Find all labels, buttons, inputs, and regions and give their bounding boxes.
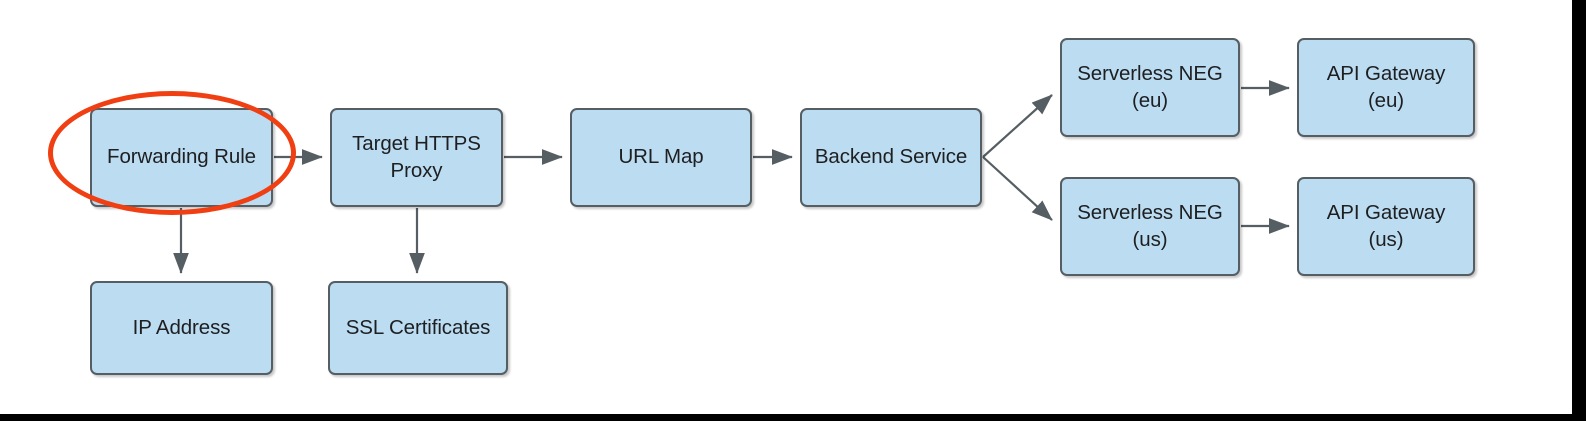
- node-serverless-neg-eu[interactable]: Serverless NEG (eu): [1060, 38, 1240, 137]
- node-backend-service[interactable]: Backend Service: [800, 108, 982, 207]
- highlight-ellipse-forwarding-rule: [48, 91, 296, 215]
- node-ssl-certificates[interactable]: SSL Certificates: [328, 281, 508, 375]
- edge-backend-service-to-serverless-neg-eu: [982, 94, 1053, 158]
- edge-backend-service-to-serverless-neg-us: [982, 156, 1053, 221]
- node-target-https-proxy[interactable]: Target HTTPS Proxy: [330, 108, 503, 207]
- node-api-gateway-us[interactable]: API Gateway (us): [1297, 177, 1475, 276]
- node-ip-address[interactable]: IP Address: [90, 281, 273, 375]
- node-url-map[interactable]: URL Map: [570, 108, 752, 207]
- node-serverless-neg-us[interactable]: Serverless NEG (us): [1060, 177, 1240, 276]
- node-api-gateway-eu[interactable]: API Gateway (eu): [1297, 38, 1475, 137]
